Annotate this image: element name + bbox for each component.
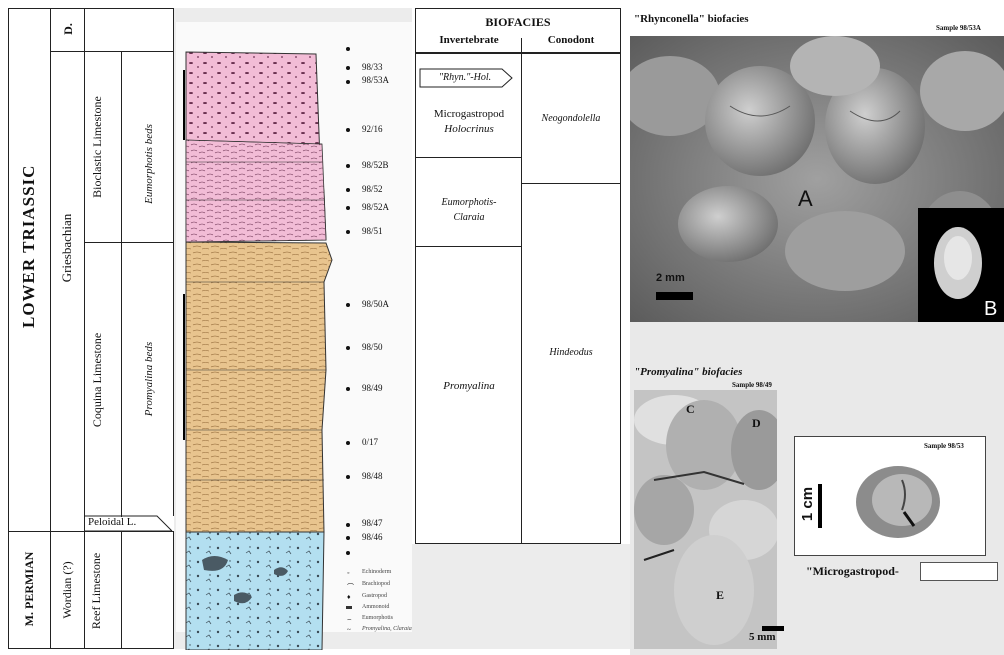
sample-label: 98/46 (362, 532, 383, 542)
rhyn-scale-bar (656, 292, 693, 300)
sample-label: 98/52B (362, 160, 389, 170)
sample-label: 98/53A (362, 75, 389, 85)
sample-label: 98/49 (362, 383, 383, 393)
prom-scale-label: 5 mm (749, 631, 776, 643)
micro-caption: "Microgastropod- (806, 564, 899, 579)
rhyn-label-a: A (798, 186, 813, 212)
unit-column-top (84, 8, 174, 52)
unit-divider-inner (121, 51, 122, 517)
sample-dot (346, 206, 350, 210)
sample-label: 98/52A (362, 202, 389, 212)
sample-dot (346, 387, 350, 391)
prom-label-e: E (716, 588, 724, 603)
legend-item: Ammonoid (362, 604, 389, 610)
sample-label: 98/33 (362, 62, 383, 72)
biofacies-microgastropod: Microgastropod (416, 108, 522, 120)
biofacies-col-conodont: Conodont (522, 34, 620, 46)
sample-dot (346, 441, 350, 445)
sample-dot (346, 66, 350, 70)
sample-dot (346, 128, 350, 132)
biofacies-eumorphotis: Eumorphotis- (416, 197, 522, 208)
sample-label: 98/48 (362, 471, 383, 481)
legend-item: Promyalina, Claraia (362, 626, 412, 632)
sample-dot (346, 475, 350, 479)
sample-label: 98/51 (362, 226, 383, 236)
rhyn-title-text: "Rhynconella" biofacies (634, 13, 749, 25)
legend-item: Brachiopod (362, 581, 390, 587)
rhyn-scale-label: 2 mm (656, 272, 685, 284)
stage-lower-label: Wordian (?) (60, 550, 76, 630)
unit-peloidal-label: Peloidal L. (88, 516, 136, 528)
micro-caption-box (920, 562, 998, 581)
sample-dot (346, 551, 350, 555)
biofacies-rule (415, 157, 522, 158)
rhyn-label-b: B (984, 298, 997, 321)
legend-item: Gastropod (362, 593, 387, 599)
unit-reef-label: Reef Limestone (89, 546, 105, 636)
legend-symbol: ◦ (347, 569, 349, 577)
prom-sample: Sample 98/49 (732, 381, 772, 389)
legend-symbol: ♦ (347, 593, 351, 601)
unit-divider-inner-lower (121, 531, 122, 649)
biofacies-neogondolella: Neogondolella (522, 113, 620, 124)
bed-eumorphotis-label: Eumorphotis beds (143, 114, 157, 214)
stage-main-label: Griesbachian (59, 203, 75, 293)
legend-symbol (346, 606, 352, 609)
prom-label-c: C (686, 402, 695, 417)
sample-dot (346, 80, 350, 84)
biofacies-promyalina: Promyalina (416, 380, 522, 392)
legend-symbol: ⌒ (347, 582, 354, 592)
sample-label: 98/52 (362, 184, 383, 194)
biofacies-col-invertebrate: Invertebrate (418, 34, 520, 46)
micro-photo (842, 450, 962, 546)
biofacies-hindeodus: Hindeodus (522, 347, 620, 358)
legend-item: Echinoderm (362, 569, 391, 575)
legend-symbol: ⌢ (347, 615, 352, 624)
biofacies-holocrinus: Holocrinus (416, 123, 522, 135)
sample-dot (346, 536, 350, 540)
permian-label: M. PERMIAN (22, 539, 38, 639)
biofacies-header-rule (415, 52, 621, 54)
sample-dot (346, 346, 350, 350)
unit-bioclastic-label: Bioclastic Limestone (90, 87, 106, 207)
bed-promyalina-label: Promyalina beds (143, 329, 157, 429)
biofacies-claraia: Claraia (416, 212, 522, 223)
micro-scale-label: 1 cm (799, 482, 817, 526)
rhyn-sample: Sample 98/53A (936, 24, 981, 32)
biofacies-rule (415, 246, 522, 247)
micro-scale-bar (818, 484, 822, 528)
sample-label: 98/47 (362, 518, 383, 528)
legend-symbol: ~ (347, 626, 351, 634)
rhyn-title: "Rhynconella" biofacies (634, 13, 749, 25)
sample-dot (346, 47, 350, 51)
system-label: LOWER TRIASSIC (19, 202, 39, 328)
sample-dot (346, 188, 350, 192)
biofacies-rhyn-hol: "Rhyn."-Hol. (420, 72, 510, 83)
sample-label: 98/50 (362, 342, 383, 352)
sample-dot (346, 230, 350, 234)
microgastropod-drawing (842, 450, 962, 546)
table-gray-band (412, 544, 630, 649)
sample-label: 0/17 (362, 437, 378, 447)
biofacies-rule (521, 183, 621, 184)
prom-title: "Promyalina" biofacies (634, 366, 742, 378)
lithology-log (174, 40, 344, 650)
sample-label: 92/16 (362, 124, 383, 134)
sample-label: 98/50A (362, 299, 389, 309)
sample-dot (346, 164, 350, 168)
stage-d-label: D. (61, 17, 75, 41)
biofacies-title: BIOFACIES (415, 15, 621, 30)
unit-coquina-label: Coquina Limestone (90, 320, 106, 440)
prom-label-d: D (752, 416, 761, 431)
micro-sample: Sample 98/53 (924, 442, 964, 450)
sample-dot (346, 303, 350, 307)
legend-item: Eumorphotis (362, 615, 393, 621)
sample-dot (346, 523, 350, 527)
